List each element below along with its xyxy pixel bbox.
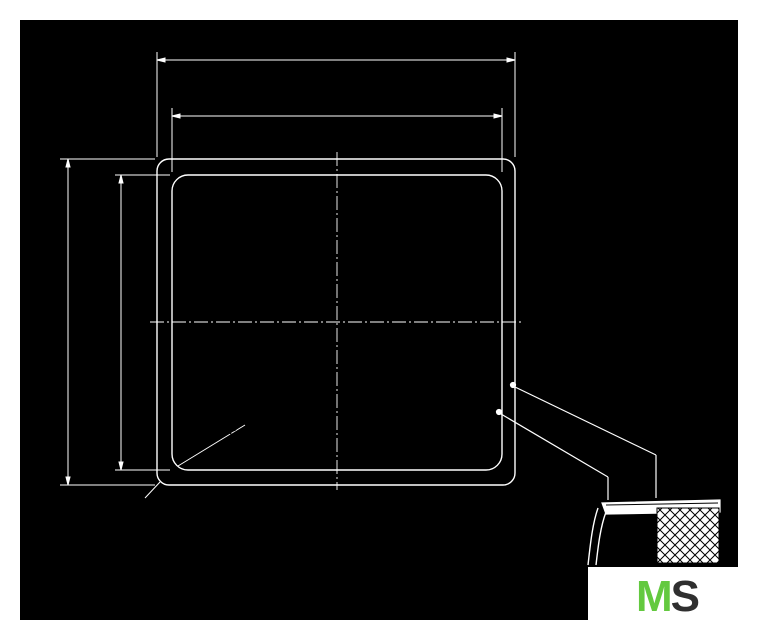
drawing-background: [20, 20, 738, 620]
brand-logo: MS: [636, 572, 700, 622]
inner-height-dimension: [115, 174, 170, 471]
overall-height-inch-label: [17.52]: [73, 299, 90, 345]
logo-letter-m: M: [636, 572, 673, 621]
outer-radius-leader: [144, 481, 161, 499]
inner-width-label: 454±1: [287, 99, 329, 116]
overall-height-label: 445: [53, 313, 70, 338]
overall-width-inch-label: [19.488]: [302, 63, 356, 80]
overall-width-dimension: [156, 52, 516, 157]
inner-radius-leader: [177, 424, 246, 467]
overall-height-dimension: [60, 158, 155, 486]
gasket-hatch: [656, 507, 720, 564]
inner-height-inch-label: [15.906±0.039]: [127, 292, 143, 385]
inner-width-dimension: [171, 108, 503, 172]
logo-letter-s: S: [670, 572, 700, 621]
overall-width-label: 495: [321, 43, 346, 60]
logo-background: [588, 567, 738, 629]
inner-height-label: 404±1: [105, 338, 122, 380]
inner-width-inch-label: [17.874±0.039]: [275, 118, 375, 135]
